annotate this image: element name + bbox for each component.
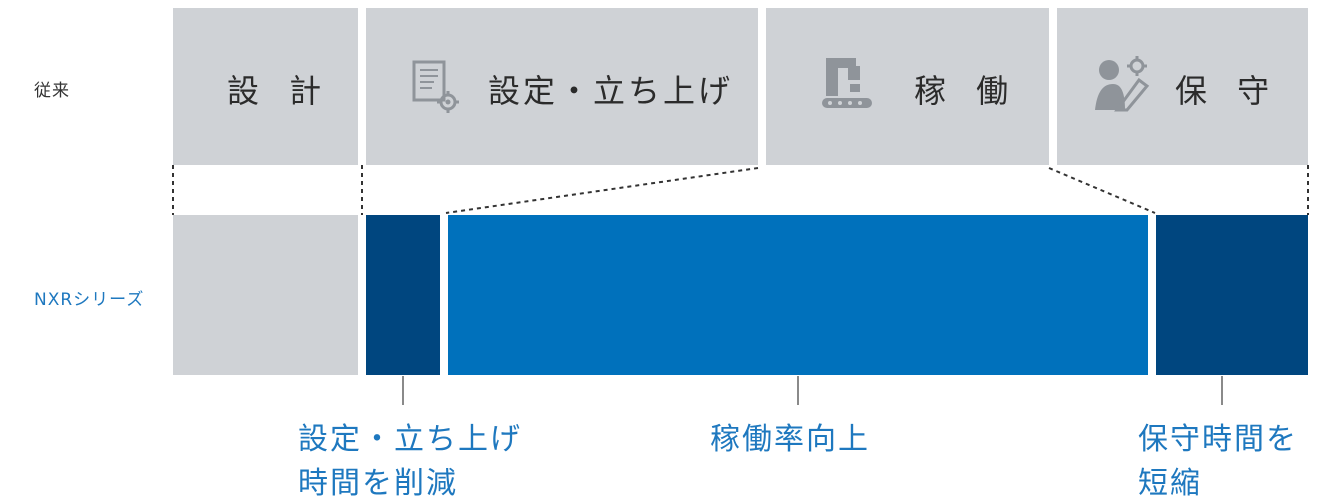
document-gear-icon bbox=[410, 58, 466, 124]
phase-setup-box: 設定・立ち上げ bbox=[366, 8, 758, 165]
note-setup-line-1: 設定・立ち上げ bbox=[298, 422, 522, 457]
note-setup-line-2: 時間を削減 bbox=[298, 466, 458, 499]
nxr-design-box bbox=[173, 215, 358, 375]
robot-arm-conveyor-icon bbox=[820, 54, 876, 120]
row-label-nxr: NXRシリーズ bbox=[34, 290, 145, 310]
phase-maintenance-label: 保 守 bbox=[1175, 72, 1280, 110]
note-operation: 稼働率向上 bbox=[710, 418, 870, 462]
note-setup: 設定・立ち上げ 時間を削減 bbox=[298, 418, 522, 499]
note-operation-line: 稼働率向上 bbox=[710, 422, 870, 457]
note-maintenance-line-2: 短縮 bbox=[1138, 466, 1202, 499]
phase-setup-label: 設定・立ち上げ bbox=[488, 72, 734, 110]
nxr-setup-bar bbox=[366, 215, 440, 375]
row-label-conventional: 従来 bbox=[34, 81, 70, 101]
technician-gear-icon bbox=[1091, 54, 1153, 120]
note-maintenance-line-1: 保守時間を bbox=[1138, 422, 1298, 457]
nxr-operation-bar bbox=[448, 215, 1148, 375]
phase-design-label: 設 計 bbox=[227, 72, 332, 110]
note-maintenance: 保守時間を 短縮 bbox=[1138, 418, 1298, 499]
phase-maintenance-box: 保 守 bbox=[1057, 8, 1308, 165]
phase-operation-box: 稼 働 bbox=[766, 8, 1049, 165]
phase-design-box: 設 計 bbox=[173, 8, 358, 165]
phase-operation-label: 稼 働 bbox=[914, 72, 1019, 110]
nxr-maintenance-bar bbox=[1156, 215, 1308, 375]
